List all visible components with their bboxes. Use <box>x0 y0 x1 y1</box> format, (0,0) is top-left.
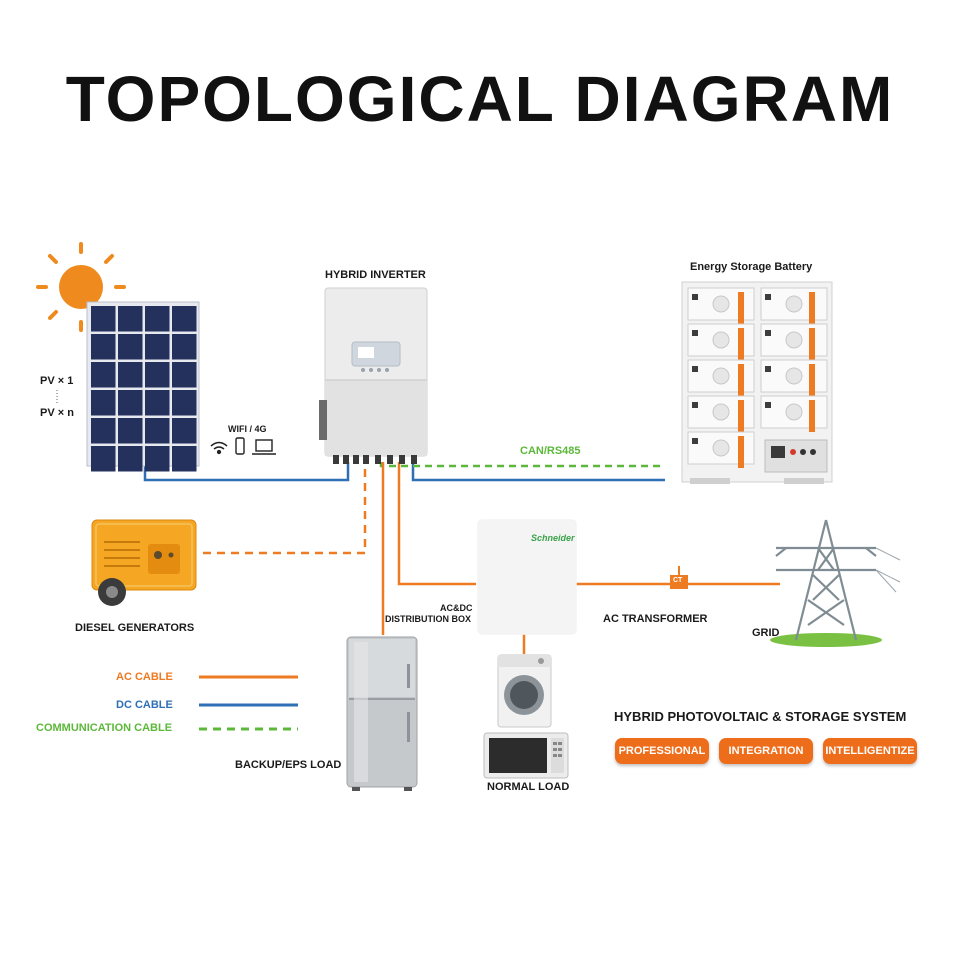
grid-tower <box>770 519 901 647</box>
system-heading: HYBRID PHOTOVOLTAIC & STORAGE SYSTEM <box>614 709 907 724</box>
battery-cable <box>809 364 815 396</box>
pv-cell <box>172 418 197 444</box>
dc-cable-battery <box>411 462 665 482</box>
legend-dc-label: DC CABLE <box>116 699 173 711</box>
pv-cell <box>91 446 116 472</box>
distribution-box <box>477 519 577 635</box>
battery-terminal <box>765 402 771 408</box>
battery-fan <box>785 367 803 385</box>
diesel-generators-label: DIESEL GENERATORS <box>75 622 195 634</box>
battery-terminal <box>692 330 698 336</box>
pv-cell <box>118 362 143 388</box>
refrigerator <box>346 636 418 791</box>
pv-n-label: PV × n <box>40 407 74 419</box>
pv-cell <box>145 334 170 360</box>
battery-terminal <box>765 294 771 300</box>
tag-intelligentize: INTELLIGENTIZE <box>823 738 917 764</box>
battery-module <box>760 323 828 357</box>
phone-icon <box>235 437 245 455</box>
pv-cell <box>145 446 170 472</box>
battery-label: Energy Storage Battery <box>690 261 813 273</box>
washing-machine <box>497 654 552 728</box>
battery-fan <box>785 331 803 349</box>
battery-fan <box>785 295 803 313</box>
page-title: TOPOLOGICAL DIAGRAM <box>65 63 895 135</box>
battery-cable <box>738 400 744 432</box>
hybrid-inverter <box>319 287 428 464</box>
pv-cell <box>172 446 197 472</box>
distribution-box-label-line2: DISTRIBUTION BOX <box>385 614 472 624</box>
wifi-icon <box>210 441 228 455</box>
laptop-icon <box>252 439 276 455</box>
battery-terminal <box>692 402 698 408</box>
ct-label: CT <box>673 577 683 584</box>
battery-fan <box>712 367 730 385</box>
comm-cable-battery <box>379 462 665 468</box>
battery-cable <box>738 364 744 396</box>
ct-sensor <box>670 566 688 589</box>
pv-cell <box>118 446 143 472</box>
pv-cell <box>91 390 116 416</box>
distribution-box-label-line1: AC&DC <box>440 603 473 613</box>
tag-integration: INTEGRATION <box>719 738 813 764</box>
battery-fan <box>712 439 730 457</box>
ac-cable-distribution <box>397 462 476 586</box>
grid-label: GRID <box>752 627 780 639</box>
ac-transformer-label: AC TRANSFORMER <box>603 613 708 625</box>
pv-1-label: PV × 1 <box>40 375 74 387</box>
battery-fan <box>785 403 803 421</box>
battery-fan <box>712 295 730 313</box>
battery-terminal <box>765 366 771 372</box>
can-rs485-label: CAN/RS485 <box>520 445 581 457</box>
pv-cell <box>91 306 116 332</box>
hybrid-inverter-label: HYBRID INVERTER <box>325 269 426 281</box>
pv-cell <box>118 306 143 332</box>
pv-cell <box>172 334 197 360</box>
diesel-generator <box>91 519 197 606</box>
battery-cable <box>738 436 744 468</box>
battery-fan <box>712 331 730 349</box>
schneider-logo: Schneider <box>531 533 575 543</box>
battery-cable <box>809 328 815 360</box>
legend-comm-label: COMMUNICATION CABLE <box>36 722 173 734</box>
pv-cell <box>145 362 170 388</box>
pv-cell <box>172 390 197 416</box>
pv-cell <box>91 334 116 360</box>
ac-cable-generator <box>203 462 367 555</box>
pv-cell <box>172 306 197 332</box>
pv-cell <box>145 306 170 332</box>
normal-load-label: NORMAL LOAD <box>487 781 570 793</box>
battery-fan <box>712 403 730 421</box>
battery-terminal <box>692 294 698 300</box>
backup-load-label: BACKUP/EPS LOAD <box>235 759 342 771</box>
pv-cell <box>118 390 143 416</box>
tag-professional: PROFESSIONAL <box>615 738 709 764</box>
wifi-label: WIFI / 4G <box>228 424 267 434</box>
battery-cable <box>809 400 815 432</box>
pv-cell <box>118 334 143 360</box>
pv-cell <box>145 418 170 444</box>
battery-terminal <box>765 330 771 336</box>
battery-cable <box>738 292 744 324</box>
pv-cell <box>91 362 116 388</box>
legend-ac-label: AC CABLE <box>116 671 173 683</box>
battery-terminal <box>692 438 698 444</box>
pv-cell <box>91 418 116 444</box>
energy-storage-battery <box>681 281 833 484</box>
pv-cell <box>145 390 170 416</box>
pv-cell <box>172 362 197 388</box>
pv-cell <box>118 418 143 444</box>
solar-panel <box>86 301 200 472</box>
battery-cable <box>738 328 744 360</box>
microwave <box>483 732 569 779</box>
battery-cable <box>809 292 815 324</box>
battery-terminal <box>692 366 698 372</box>
